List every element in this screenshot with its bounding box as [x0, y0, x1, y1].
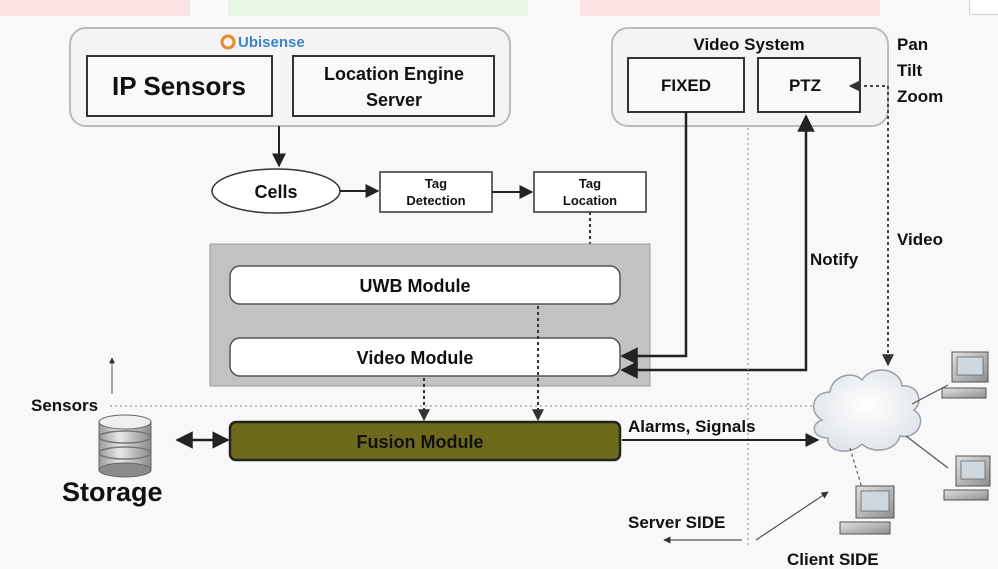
ubisense-logo: Ubisense — [220, 34, 305, 51]
top-strip-left — [0, 0, 190, 16]
ip-sensors-box — [86, 55, 273, 117]
fixed-camera-box — [627, 57, 745, 113]
arrow-cloud-to-ptz-control — [848, 80, 894, 367]
zoom-label: Zoom — [897, 87, 943, 106]
uwb-module-box — [229, 265, 621, 305]
sensors-label: Sensors — [31, 396, 98, 415]
computer-icon-right — [943, 455, 991, 501]
client-side-label: Client SIDE — [787, 550, 879, 569]
arrow-video-module-notify-ptz — [620, 114, 815, 379]
computer-icon-top-right — [941, 351, 989, 399]
video-system-title: Video System — [693, 35, 804, 54]
location-engine-label-line2: Server — [366, 90, 422, 110]
computer-top-right-screen — [956, 356, 984, 376]
storage-db-bottom — [98, 462, 152, 478]
tag-pipeline: Cells Tag Detection Tag Location — [211, 126, 647, 264]
tag-detection-box — [379, 171, 493, 213]
fusion-module-box — [228, 420, 622, 462]
tag-detection-label-line1: Tag — [425, 176, 447, 191]
computer-client-screen — [860, 490, 890, 512]
tilt-label: Tilt — [897, 61, 923, 80]
storage-db-ring-1 — [98, 430, 152, 444]
storage-database-icon — [98, 414, 152, 478]
computer-right-screen — [960, 460, 986, 480]
computer-icon-client — [839, 485, 895, 535]
ptz-camera-box — [757, 57, 861, 113]
link-cloud-to-pc-right — [905, 435, 949, 469]
uwb-module-label: UWB Module — [360, 276, 471, 296]
video-module-box — [229, 337, 621, 377]
video-feed-label: Video — [897, 230, 943, 249]
tag-detection-label-line2: Detection — [406, 193, 465, 208]
cells-label: Cells — [254, 182, 297, 202]
video-system-group: Video System FIXED PTZ Pan Tilt Zoom — [611, 27, 943, 127]
network-cloud-icon — [812, 369, 922, 452]
storage-db-top — [98, 414, 152, 430]
computer-top-right-base — [941, 387, 987, 399]
fusion-module-label: Fusion Module — [357, 432, 484, 452]
ubisense-group: Ubisense IP Sensors Location Engine Serv… — [69, 27, 511, 127]
storage-db-ring-2 — [98, 446, 152, 460]
corner-tab — [969, 0, 998, 15]
alarms-signals-label: Alarms, Signals — [628, 417, 756, 436]
top-strip-right — [580, 0, 880, 16]
client-side-arrow — [755, 491, 829, 541]
module-panel: UWB Module Video Module — [209, 243, 651, 387]
network-cloud-shape — [812, 369, 922, 452]
ip-sensors-label: IP Sensors — [112, 71, 246, 101]
tag-location-label-line2: Location — [563, 193, 617, 208]
computer-client-base — [839, 521, 891, 535]
location-engine-label-line1: Location Engine — [324, 64, 464, 84]
pan-label: Pan — [897, 35, 928, 54]
storage-label: Storage — [62, 477, 163, 507]
top-strip-middle — [228, 0, 528, 16]
tag-location-label-line1: Tag — [579, 176, 601, 191]
computer-right-base — [943, 489, 989, 501]
location-engine-box — [292, 55, 495, 117]
server-side-label: Server SIDE — [628, 513, 725, 532]
notify-label: Notify — [810, 250, 859, 269]
link-cloud-to-client — [849, 447, 863, 489]
ubisense-logo-text: Ubisense — [238, 34, 305, 51]
video-module-label: Video Module — [357, 348, 474, 368]
ubisense-logo-icon — [220, 34, 236, 50]
fixed-camera-label: FIXED — [661, 76, 711, 95]
ptz-camera-label: PTZ — [789, 76, 821, 95]
